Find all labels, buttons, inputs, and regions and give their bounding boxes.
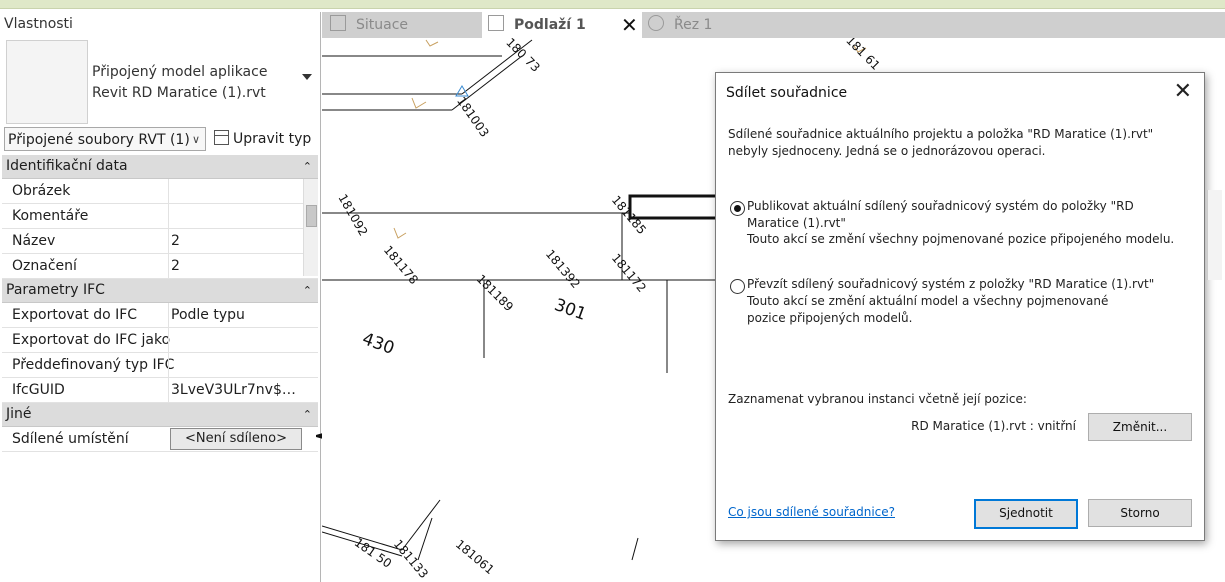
property-value[interactable]: [168, 328, 304, 352]
properties-title: Vlastnosti: [4, 16, 73, 32]
collapse-icon[interactable]: ⌃: [302, 160, 312, 173]
tab-situace[interactable]: Situace: [330, 12, 480, 38]
property-key: Obrázek: [12, 183, 71, 199]
property-row[interactable]: Název 2: [2, 229, 318, 254]
acquire-option-label[interactable]: Převzít sdílený souřadnicový systém z po…: [747, 277, 1155, 291]
shared-location-button[interactable]: <Není sdíleno>: [170, 428, 302, 450]
group-identification-rows: Obrázek Komentáře Název 2 Označení 2: [2, 179, 318, 279]
property-key: Název: [12, 233, 56, 249]
publish-radio[interactable]: [730, 201, 745, 216]
top-strip: [0, 0, 1225, 9]
property-value[interactable]: 2: [168, 229, 304, 253]
instance-name: RD Maratice (1).rvt : vnitřní: [911, 419, 1076, 433]
type-preview-image: [6, 40, 88, 124]
property-row-shared-location[interactable]: Sdílené umístění <Není sdíleno>: [2, 427, 318, 452]
property-value[interactable]: 3LveV3ULr7nv$wu...: [168, 378, 304, 402]
right-edge-panel: [1207, 190, 1222, 280]
property-key: Předdefinovaný typ IFC: [12, 357, 175, 373]
scrollbar-thumb[interactable]: [306, 205, 317, 227]
property-value[interactable]: [168, 179, 304, 203]
dialog-title: Sdílet souřadnice: [726, 85, 848, 101]
group-label: Jiné: [6, 406, 32, 422]
drawing-lines: [322, 39, 867, 561]
property-value[interactable]: [168, 353, 304, 377]
close-icon[interactable]: ✕: [621, 13, 638, 37]
selection-filter-value: Připojené soubory RVT (1): [8, 132, 190, 148]
publish-option-desc: Touto akcí se změní všechny pojmenované …: [747, 232, 1175, 246]
property-row[interactable]: Obrázek: [2, 179, 318, 204]
edit-type-label: Upravit typ: [233, 131, 312, 147]
acquire-option-desc: Touto akcí se změní aktuální model a vše…: [747, 294, 1109, 325]
selection-filter-dropdown[interactable]: Připojené soubory RVT (1) ∨: [4, 127, 206, 151]
view-tabs: Situace Podlaží 1 ✕ Řez 1: [322, 12, 1225, 38]
tab-label: Podlaží 1: [514, 17, 586, 33]
chevron-down-icon: ∨: [191, 133, 200, 146]
group-ifc[interactable]: Parametry IFC ⌃: [2, 279, 318, 303]
site-view-icon: [330, 15, 346, 31]
change-button[interactable]: Změnit...: [1088, 413, 1192, 441]
property-row[interactable]: Předdefinovaný typ IFC: [2, 353, 318, 378]
unify-button[interactable]: Sjednotit: [974, 499, 1078, 529]
property-key: Exportovat do IFC: [12, 307, 138, 323]
property-value[interactable]: Podle typu: [168, 303, 304, 327]
publish-option-label[interactable]: Publikovat aktuální sdílený souřadnicový…: [747, 199, 1134, 230]
property-value[interactable]: [168, 204, 304, 228]
group-identification[interactable]: Identifikační data ⌃: [2, 155, 318, 179]
properties-grid: Identifikační data ⌃ Obrázek Komentáře N…: [2, 155, 318, 452]
record-label: Zaznamenat vybranou instanci včetně její…: [728, 392, 1027, 406]
property-key: Označení: [12, 258, 77, 274]
floor-plan-icon: [488, 15, 504, 31]
tab-podlazi-1[interactable]: Podlaží 1: [482, 12, 642, 38]
dialog-intro-text: Sdílené souřadnice aktuálního projektu a…: [728, 127, 1154, 158]
section-view-icon: [648, 15, 664, 31]
edit-type-button[interactable]: Upravit typ: [214, 127, 311, 151]
property-row[interactable]: Komentáře: [2, 204, 318, 229]
type-selector-dropdown-icon[interactable]: [302, 74, 312, 80]
group-other[interactable]: Jiné ⌃: [2, 403, 318, 427]
edit-type-icon: [214, 130, 229, 145]
type-selector[interactable]: Připojený model aplikace Revit RD Marati…: [92, 64, 268, 101]
cancel-button[interactable]: Storno: [1088, 499, 1192, 527]
share-coordinates-dialog: Sdílet souřadnice ✕ Sdílené souřadnice a…: [715, 72, 1205, 541]
property-row[interactable]: Exportovat do IFC Podle typu: [2, 303, 318, 328]
tab-label: Řez 1: [674, 17, 713, 33]
property-row[interactable]: Označení 2: [2, 254, 318, 279]
property-row[interactable]: IfcGUID 3LveV3ULr7nv$wu...: [2, 378, 318, 403]
collapse-icon[interactable]: ⌃: [302, 284, 312, 297]
help-link[interactable]: Co jsou sdílené souřadnice?: [728, 505, 895, 519]
tab-label: Situace: [356, 17, 409, 33]
property-value[interactable]: 2: [168, 254, 304, 278]
properties-scrollbar[interactable]: [303, 179, 318, 276]
acquire-radio[interactable]: [730, 279, 745, 294]
tab-rez-1[interactable]: Řez 1: [648, 12, 768, 38]
property-row[interactable]: Exportovat do IFC jako: [2, 328, 318, 353]
group-label: Parametry IFC: [6, 282, 105, 298]
collapse-icon[interactable]: ⌃: [302, 408, 312, 421]
property-key: IfcGUID: [12, 382, 65, 398]
property-key: Exportovat do IFC jako: [12, 332, 171, 348]
close-icon[interactable]: ✕: [1173, 79, 1192, 104]
property-key: Sdílené umístění: [12, 431, 129, 447]
group-label: Identifikační data: [6, 158, 128, 174]
properties-palette: Vlastnosti Připojený model aplikace Revi…: [0, 12, 321, 582]
property-key: Komentáře: [12, 208, 89, 224]
